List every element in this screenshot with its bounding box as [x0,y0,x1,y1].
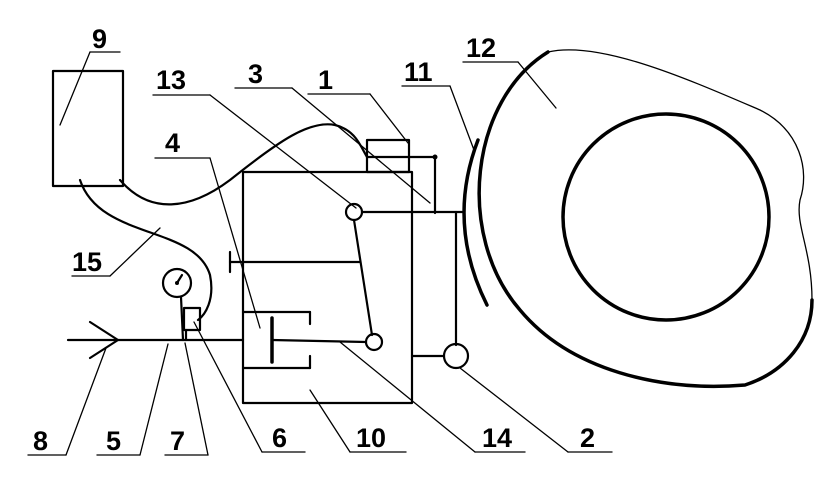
callout-13: 13 [156,65,186,95]
hose-15 [118,123,369,206]
callout-11: 11 [404,57,433,87]
unit-1 [365,138,438,215]
callout-10: 10 [356,423,386,453]
hose-15-lower [78,178,213,322]
callout-15: 15 [72,247,102,277]
callout-14: 14 [482,423,512,453]
callout-7: 7 [170,426,185,456]
lever-13 [344,202,464,352]
stop-rod-3 [228,250,362,274]
gauge-7 [161,267,193,342]
housing-10 [241,170,414,405]
cylinder-4 [241,310,368,370]
callout-3: 3 [248,59,263,89]
callout-1: 1 [318,65,333,95]
leader-lines [27,51,613,456]
callout-8: 8 [33,426,48,456]
shoe-11 [462,138,489,307]
callout-2: 2 [580,423,595,453]
drum-12 [477,49,814,389]
roller-2 [410,210,470,370]
callout-6: 6 [272,423,287,453]
callout-labels: 9 13 3 1 11 12 4 15 8 5 7 6 10 14 2 [33,24,595,456]
fitting-8 [88,320,120,360]
callout-4: 4 [165,128,180,158]
tank-9 [51,69,125,188]
callout-12: 12 [466,33,496,63]
callout-5: 5 [106,426,121,456]
callout-9: 9 [92,24,107,54]
valve-6 [182,306,202,342]
